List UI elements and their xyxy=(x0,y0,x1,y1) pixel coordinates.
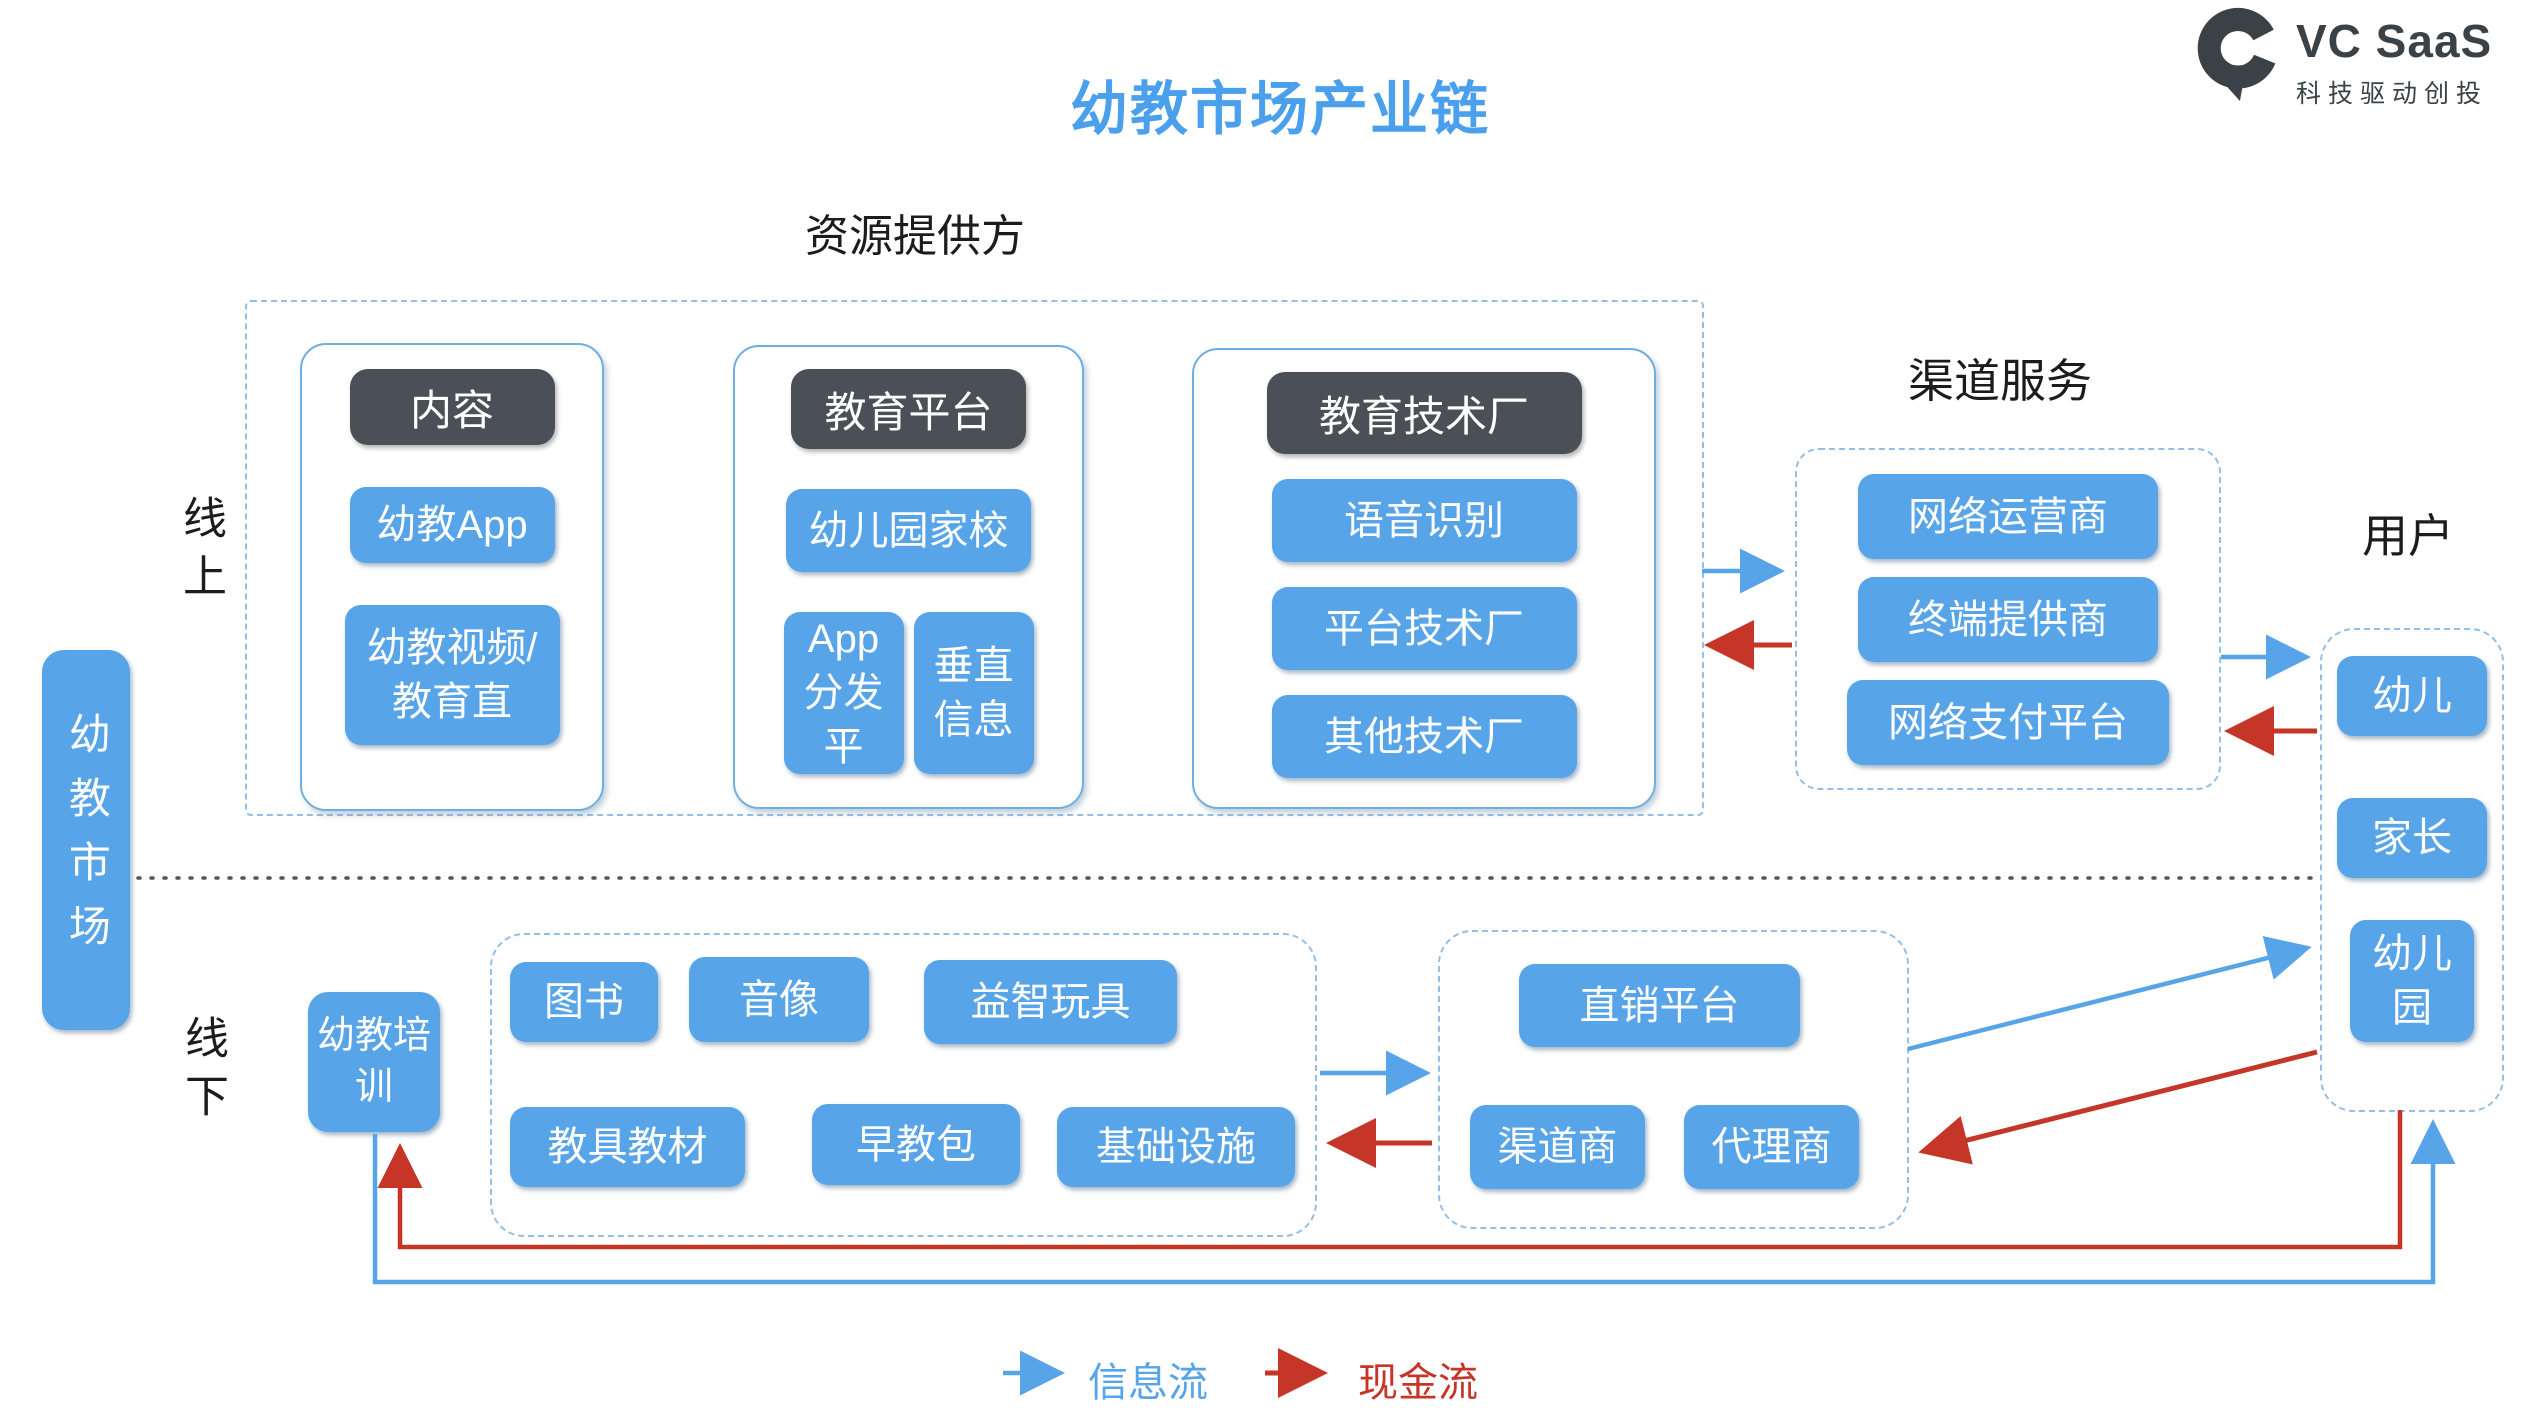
node-infrastructure: 基础设施 xyxy=(1057,1107,1295,1187)
legend-info-label: 信息流 xyxy=(1088,1361,1208,1405)
node-kindergarten: 幼儿园 xyxy=(2350,920,2474,1042)
node-app-distribution: App分发平 xyxy=(783,612,904,774)
node-agent: 代理商 xyxy=(1684,1105,1859,1189)
node-direct-sales-platform: 直销平台 xyxy=(1519,964,1800,1047)
node-online-payment: 网络支付平台 xyxy=(1847,680,2169,765)
group-edu-platform: 教育平台 幼儿园家校 App分发平 垂直信息 xyxy=(733,345,1084,809)
container-offline-products: 图书 音像 益智玩具 教具教材 早教包 基础设施 xyxy=(490,933,1317,1237)
node-parents: 家长 xyxy=(2337,798,2487,878)
container-sales-channels: 直销平台 渠道商 代理商 xyxy=(1438,930,1909,1229)
node-channel-dealer: 渠道商 xyxy=(1470,1105,1645,1189)
node-audio-video: 音像 xyxy=(689,957,869,1042)
vcsaas-logo-icon xyxy=(2197,7,2286,102)
group-edu-tech: 教育技术厂 语音识别 平台技术厂 其他技术厂 xyxy=(1192,348,1656,809)
label-offline: 线下 xyxy=(178,1015,227,1131)
node-preschool-training: 幼教培训 xyxy=(308,992,440,1132)
container-channel-services: 网络运营商 终端提供商 网络支付平台 xyxy=(1795,448,2221,790)
node-preschool-app: 幼教App xyxy=(349,487,555,563)
node-early-edu-kit: 早教包 xyxy=(812,1104,1020,1185)
label-online: 线上 xyxy=(176,495,225,611)
node-platform-tech: 平台技术厂 xyxy=(1271,587,1577,670)
node-speech-recognition: 语音识别 xyxy=(1271,479,1577,562)
node-toddlers: 幼儿 xyxy=(2337,656,2487,736)
node-books: 图书 xyxy=(510,962,658,1042)
label-users: 用户 xyxy=(2362,510,2454,562)
group-edu-platform-header: 教育平台 xyxy=(791,369,1026,449)
node-terminal-provider: 终端提供商 xyxy=(1858,577,2158,662)
logo-tagline: 科技驱动创投 xyxy=(2296,80,2489,108)
node-vertical-info: 垂直信息 xyxy=(913,612,1034,774)
group-content: 内容 幼教App 幼教视频/教育直 xyxy=(300,343,604,811)
group-content-header: 内容 xyxy=(349,369,555,445)
node-other-tech: 其他技术厂 xyxy=(1271,695,1577,778)
node-preschool-video: 幼教视频/教育直 xyxy=(344,605,560,745)
legend-cash-label: 现金流 xyxy=(1358,1361,1478,1405)
node-preschool-market: 幼教市场 xyxy=(42,650,130,1030)
group-edu-tech-header: 教育技术厂 xyxy=(1266,372,1582,454)
group-edu-platform-row: App分发平 垂直信息 xyxy=(783,612,1034,774)
node-kindergarten-home-school: 幼儿园家校 xyxy=(786,489,1031,572)
node-teaching-materials: 教具教材 xyxy=(510,1107,745,1187)
label-resource-providers: 资源提供方 xyxy=(805,212,1025,261)
label-channel-services: 渠道服务 xyxy=(1908,355,2092,407)
arrow-info-sales-to-kindergarten xyxy=(1907,936,2312,1052)
container-resource-providers xyxy=(245,300,1704,816)
logo-name: VC SaaS xyxy=(2296,15,2493,67)
node-educational-toys: 益智玩具 xyxy=(924,960,1177,1044)
arrow-cash-users-to-sales xyxy=(1918,1049,2318,1165)
container-users: 幼儿 家长 幼儿园 xyxy=(2320,628,2504,1112)
logo-text: VC SaaS 科技驱动创投 xyxy=(2296,14,2492,110)
node-network-operator: 网络运营商 xyxy=(1858,474,2158,559)
page-title: 幼教市场产业链 xyxy=(1069,77,1490,142)
vcsaas-logo: VC SaaS 科技驱动创投 xyxy=(2190,6,2492,110)
